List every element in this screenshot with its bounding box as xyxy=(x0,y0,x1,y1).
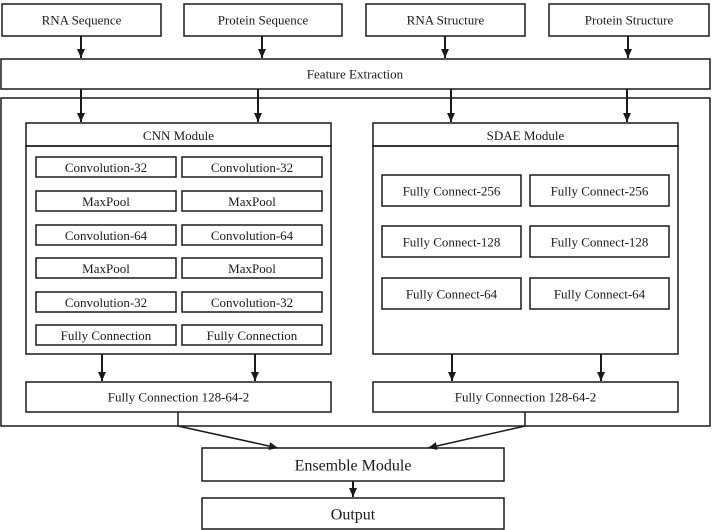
output-box: Output xyxy=(201,497,505,530)
cnn-layer: Convolution-32 xyxy=(211,160,293,175)
input-protein-sequence-label: Protein Sequence xyxy=(218,13,309,28)
output-label: Output xyxy=(331,507,376,524)
input-protein-structure: Protein Structure xyxy=(548,3,710,37)
cnn-layer: Fully Connection xyxy=(207,328,298,343)
input-arrows xyxy=(77,36,632,58)
sdae-layer: Fully Connect-128 xyxy=(551,235,649,250)
cnn-layer: Convolution-32 xyxy=(65,295,147,310)
cnn-left-column: Convolution-32 MaxPool Convolution-64 Ma… xyxy=(35,156,177,346)
fc-arrows xyxy=(98,354,605,381)
input-protein-sequence: Protein Sequence xyxy=(183,3,343,37)
cnn-layer: Convolution-64 xyxy=(211,228,294,243)
cnn-output-layer: Fully Connection 128-64-2 xyxy=(25,381,332,413)
sdae-module-body xyxy=(372,145,679,355)
sdae-layer: Fully Connect-64 xyxy=(406,287,498,302)
sdae-layer: Fully Connect-256 xyxy=(403,184,501,199)
ensemble-module: Ensemble Module xyxy=(201,447,505,482)
cnn-output-layer-label: Fully Connection 128-64-2 xyxy=(108,390,250,405)
feature-extraction-box: Feature Extraction xyxy=(0,58,711,90)
input-rna-sequence-label: RNA Sequence xyxy=(42,13,122,28)
cnn-layer: MaxPool xyxy=(82,194,130,209)
cnn-layer: Fully Connection xyxy=(61,328,152,343)
cnn-right-column: Convolution-32 MaxPool Convolution-64 Ma… xyxy=(181,156,323,346)
sdae-layer: Fully Connect-256 xyxy=(551,184,649,199)
sdae-output-layer-label: Fully Connection 128-64-2 xyxy=(455,390,597,405)
model-container xyxy=(0,97,711,427)
sdae-layer: Fully Connect-128 xyxy=(403,235,501,250)
ensemble-module-label: Ensemble Module xyxy=(295,458,412,475)
cnn-layer: MaxPool xyxy=(228,194,276,209)
sdae-module: SDAE Module Fully Connect-256 Fully Conn… xyxy=(372,122,679,355)
feature-extraction-label: Feature Extraction xyxy=(307,67,404,82)
sdae-module-title: SDAE Module xyxy=(487,128,565,143)
cnn-layer: MaxPool xyxy=(228,261,276,276)
cnn-layer: Convolution-32 xyxy=(65,160,147,175)
cnn-module-body xyxy=(25,145,332,355)
input-protein-structure-label: Protein Structure xyxy=(585,13,674,28)
cnn-module-title: CNN Module xyxy=(143,128,214,143)
input-rna-structure-label: RNA Structure xyxy=(407,13,485,28)
cnn-module: CNN Module Convolution-32 MaxPool Convol… xyxy=(25,122,332,355)
cnn-layer: Convolution-32 xyxy=(211,295,293,310)
arrow-cnn-to-ensemble xyxy=(177,412,279,450)
input-rna-structure: RNA Structure xyxy=(365,3,526,37)
sdae-output-layer: Fully Connection 128-64-2 xyxy=(372,381,679,413)
sdae-right-column: Fully Connect-256 Fully Connect-128 Full… xyxy=(529,174,670,310)
input-rna-sequence: RNA Sequence xyxy=(1,3,162,37)
sdae-left-column: Fully Connect-256 Fully Connect-128 Full… xyxy=(381,174,522,310)
ensemble-arrows xyxy=(177,412,526,450)
arrow-sdae-to-ensemble xyxy=(427,412,526,450)
sdae-layer: Fully Connect-64 xyxy=(554,287,646,302)
cnn-layer: MaxPool xyxy=(82,261,130,276)
module-arrows xyxy=(77,89,631,122)
cnn-layer: Convolution-64 xyxy=(65,228,148,243)
